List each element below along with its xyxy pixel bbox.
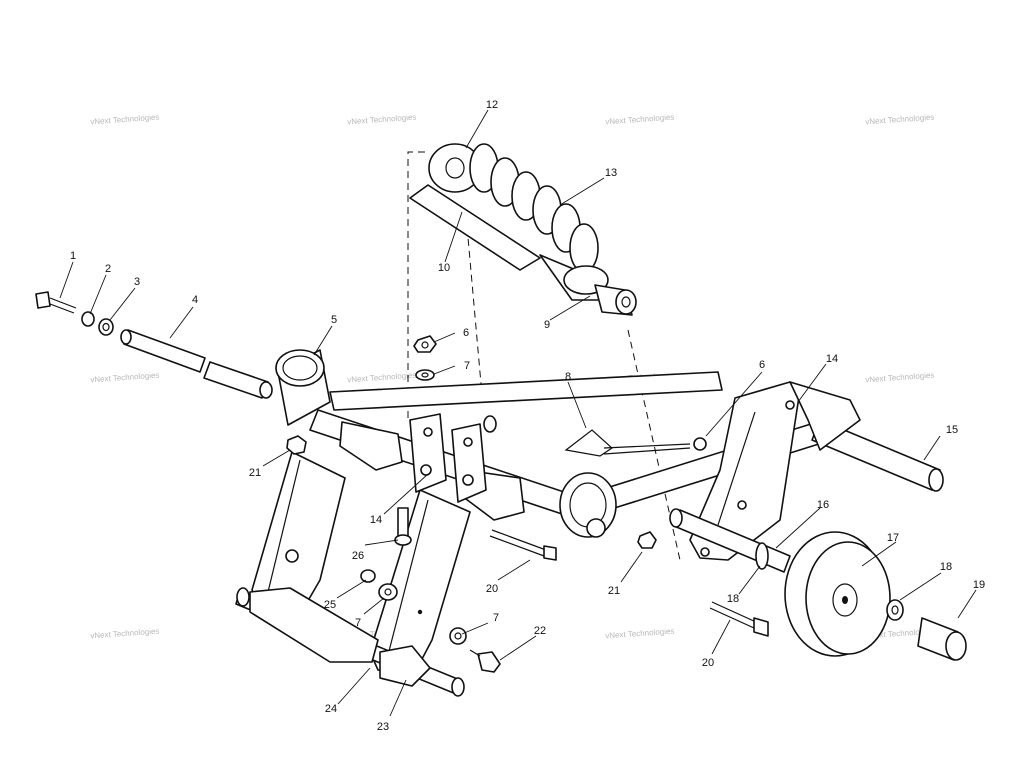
callout-18-upper: 18 [727, 593, 739, 605]
svg-text:vNext Technologies: vNext Technologies [347, 113, 417, 127]
spacer-18-upper [755, 542, 769, 570]
callout-4: 4 [192, 294, 198, 306]
callout-24: 24 [325, 703, 337, 715]
leader-lines [59, 109, 977, 717]
callout-21-left: 21 [249, 467, 261, 479]
left-swing-arm-assembly [235, 451, 471, 697]
shock-mount-plate-left [409, 413, 447, 493]
lower-link-plate-24 [249, 587, 379, 663]
shock-lower-eye [615, 289, 637, 315]
shock-mount-plate-right [451, 423, 487, 503]
watermark: vNext Technologies [605, 627, 675, 641]
callout-6-right: 6 [759, 359, 765, 371]
callout-1: 1 [70, 250, 76, 262]
spacer-tubes [120, 329, 273, 399]
callout-2: 2 [105, 263, 111, 275]
callout-23: 23 [377, 721, 389, 733]
watermark: vNext Technologies [347, 113, 417, 127]
callout-17: 17 [887, 532, 899, 544]
watermark: vNext Technologies [90, 627, 160, 641]
callout-16: 16 [817, 499, 829, 511]
callout-14-center: 14 [370, 514, 382, 526]
idler-wheel-group [669, 508, 967, 661]
callout-20-center: 20 [486, 583, 498, 595]
right-side-plate [689, 381, 861, 561]
callout-13: 13 [605, 167, 617, 179]
callout-labels: 1 2 3 4 5 6 6 7 7 7 8 9 10 12 13 14 14 1… [70, 99, 985, 733]
callout-18-lower: 18 [940, 561, 952, 573]
shock-body [409, 184, 541, 271]
callout-5: 5 [331, 314, 337, 326]
watermark: vNext Technologies [605, 113, 675, 127]
nut-21-left [286, 435, 307, 455]
callout-6-upper: 6 [463, 327, 469, 339]
callout-7-lower-left: 7 [355, 617, 361, 629]
callout-25: 25 [324, 599, 336, 611]
watermark: vNext Technologies [865, 371, 935, 385]
callout-15: 15 [946, 424, 958, 436]
svg-text:vNext Technologies: vNext Technologies [347, 371, 417, 385]
watermark: vNext Technologies [90, 371, 160, 385]
axle-end [928, 468, 944, 492]
washer-7-upper [415, 369, 435, 381]
callout-19: 19 [973, 579, 985, 591]
watermark: vNext Technologies [90, 113, 160, 127]
callout-9: 9 [544, 319, 550, 331]
front-bolt-stack [35, 291, 114, 336]
bolt-26 [397, 507, 409, 537]
frame-tubes [309, 371, 944, 521]
washer-2 [81, 311, 95, 327]
left-u-bracket [339, 421, 403, 471]
upper-diagonal-tube [329, 371, 723, 411]
callout-20-right: 20 [702, 657, 714, 669]
callout-10: 10 [438, 262, 450, 274]
front-pivot-bushing [275, 349, 331, 426]
watermark: vNext Technologies [865, 113, 935, 127]
callout-8: 8 [565, 371, 571, 383]
nut-25 [360, 569, 376, 583]
shock-spring [469, 143, 599, 273]
callout-14-right: 14 [826, 353, 838, 365]
rod-nut [693, 437, 707, 451]
nut-6-upper [413, 335, 437, 353]
shock-absorber [409, 143, 637, 316]
callout-21-right: 21 [608, 585, 620, 597]
callout-3: 3 [134, 276, 140, 288]
small-sleeve [483, 415, 497, 433]
callout-22: 22 [534, 625, 546, 637]
bolt-1 [35, 291, 51, 309]
svg-text:vNext Technologies: vNext Technologies [605, 113, 675, 127]
washer-3 [98, 318, 114, 336]
watermark: vNext Technologies [347, 371, 417, 385]
svg-text:vNext Technologies: vNext Technologies [605, 627, 675, 641]
bolt-20-center [543, 545, 557, 561]
arm-pivot-nut [285, 549, 299, 563]
washer-7-bottom [449, 627, 467, 645]
lower-link-plate-23 [379, 645, 431, 687]
bolt-22 [477, 651, 501, 673]
bolt-20-right [753, 617, 769, 637]
callout-7-bottom: 7 [493, 612, 499, 624]
svg-text:vNext Technologies: vNext Technologies [90, 113, 160, 127]
svg-text:vNext Technologies: vNext Technologies [90, 627, 160, 641]
callout-12: 12 [486, 99, 498, 111]
callout-7-upper: 7 [464, 360, 470, 372]
mount-brackets [339, 413, 525, 521]
callout-26: 26 [352, 550, 364, 562]
washer-18-lower [886, 599, 904, 621]
svg-text:vNext Technologies: vNext Technologies [90, 371, 160, 385]
washer-7-lower [378, 583, 398, 601]
rear-bushing-housing [559, 472, 617, 538]
svg-text:vNext Technologies: vNext Technologies [865, 113, 935, 127]
svg-text:vNext Technologies: vNext Technologies [865, 371, 935, 385]
nut-21-right [637, 531, 657, 549]
adjuster-rod [564, 429, 707, 457]
hardware [286, 335, 769, 673]
